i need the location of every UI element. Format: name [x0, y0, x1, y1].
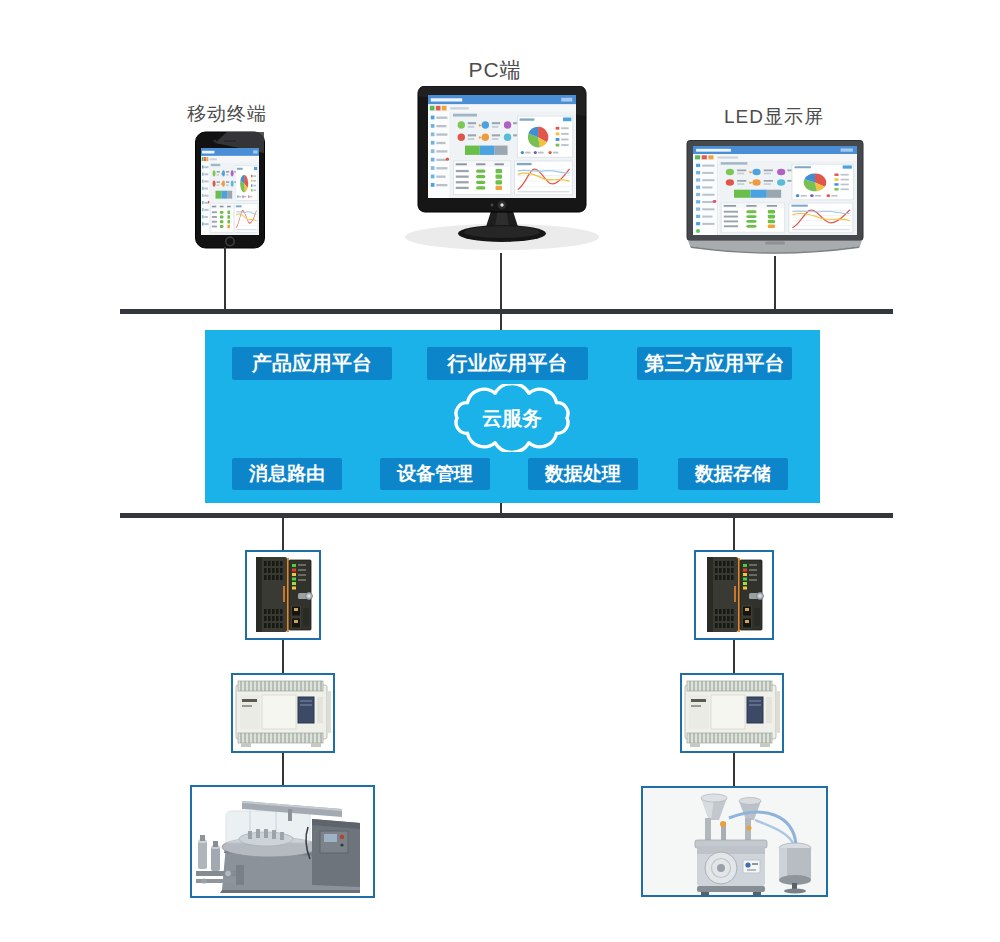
connector-platform-to-bus: [500, 503, 502, 513]
plc-icon: [682, 675, 782, 751]
platform-button-industry-app: 行业应用平台: [427, 347, 588, 380]
filling-machine-icon: [192, 787, 373, 896]
pc-label: PC端: [430, 56, 560, 84]
led-display-icon: [685, 140, 865, 258]
plc-box-right: [680, 673, 784, 753]
connector-led-to-bus: [774, 256, 776, 309]
led-display-label: LED显示屏: [698, 104, 850, 130]
connector-gateway-to-plc-right: [733, 640, 735, 673]
connector-bus-to-gateway-left: [282, 518, 284, 550]
mobile-terminal-label: 移动终端: [162, 101, 292, 127]
platform-button-data-storage: 数据存储: [678, 458, 788, 490]
platform-button-device-management: 设备管理: [380, 458, 490, 490]
platform-button-data-processing: 数据处理: [528, 458, 638, 490]
machine-box-left: [190, 785, 375, 898]
platform-button-product-app: 产品应用平台: [232, 347, 392, 380]
plc-icon: [233, 675, 333, 751]
connector-mobile-to-bus: [224, 247, 226, 309]
connector-bus-to-gateway-right: [733, 518, 735, 550]
iot-gateway-box-right: [694, 550, 774, 640]
connector-gateway-to-plc-left: [282, 640, 284, 673]
cloud-platform-panel: 产品应用平台 行业应用平台 第三方应用平台 云服务 消息路由 设备管理 数据处理…: [205, 330, 820, 503]
iot-gateway-box-left: [245, 550, 321, 640]
bus-line-top: [120, 309, 893, 314]
smartphone-icon: [195, 131, 265, 249]
cloud-service-label: 云服务: [442, 384, 582, 452]
iot-gateway-icon: [696, 552, 772, 638]
connector-plc-to-machine-left: [282, 753, 284, 785]
machine-box-right: [641, 786, 828, 897]
platform-button-thirdparty-app: 第三方应用平台: [637, 347, 792, 380]
connector-plc-to-machine-right: [733, 753, 735, 786]
pc-monitor-icon: [402, 86, 602, 258]
iot-gateway-icon: [247, 552, 319, 638]
connector-pc-to-platform: [500, 253, 502, 330]
platform-button-message-routing: 消息路由: [232, 458, 342, 490]
plc-box-left: [231, 673, 335, 753]
bus-line-bottom: [120, 513, 893, 518]
tablet-press-machine-icon: [643, 788, 826, 895]
cloud-service-shape: 云服务: [442, 384, 582, 452]
